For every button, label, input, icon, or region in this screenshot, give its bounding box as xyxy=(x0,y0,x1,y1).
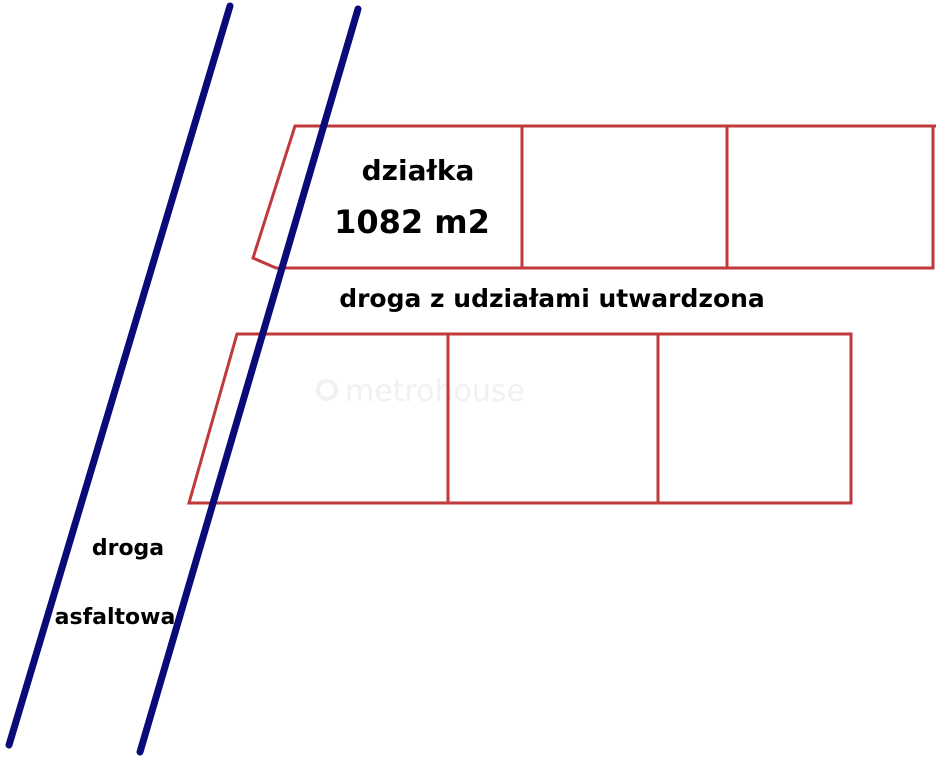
plot-outline-upper-2 xyxy=(520,124,729,270)
asphalt-road xyxy=(5,2,362,756)
plot-outline-lower-1 xyxy=(187,332,450,505)
asphalt-road-right-edge xyxy=(136,5,362,756)
plot-outline-lower-3 xyxy=(656,332,853,505)
plot-outline-selected xyxy=(251,124,524,270)
asphalt-road-label-line2: asfaltowa xyxy=(55,605,176,630)
asphalt-road-label-line1: droga xyxy=(92,536,164,561)
shared-road-label: droga z udziałami utwardzona xyxy=(339,284,765,313)
lower-plot-row xyxy=(187,332,853,505)
watermark: metrohouse xyxy=(316,374,525,409)
asphalt-road-left-edge xyxy=(5,2,234,749)
watermark-text: metrohouse xyxy=(345,374,525,409)
watermark-logo-icon xyxy=(316,379,338,401)
plot-outline-lower-2 xyxy=(446,332,660,505)
plot-outline-upper-3 xyxy=(727,124,936,270)
plot-area-label: 1082 m2 xyxy=(334,203,490,241)
plot-name-label: działka xyxy=(362,154,475,187)
upper-plot-row xyxy=(251,124,936,270)
